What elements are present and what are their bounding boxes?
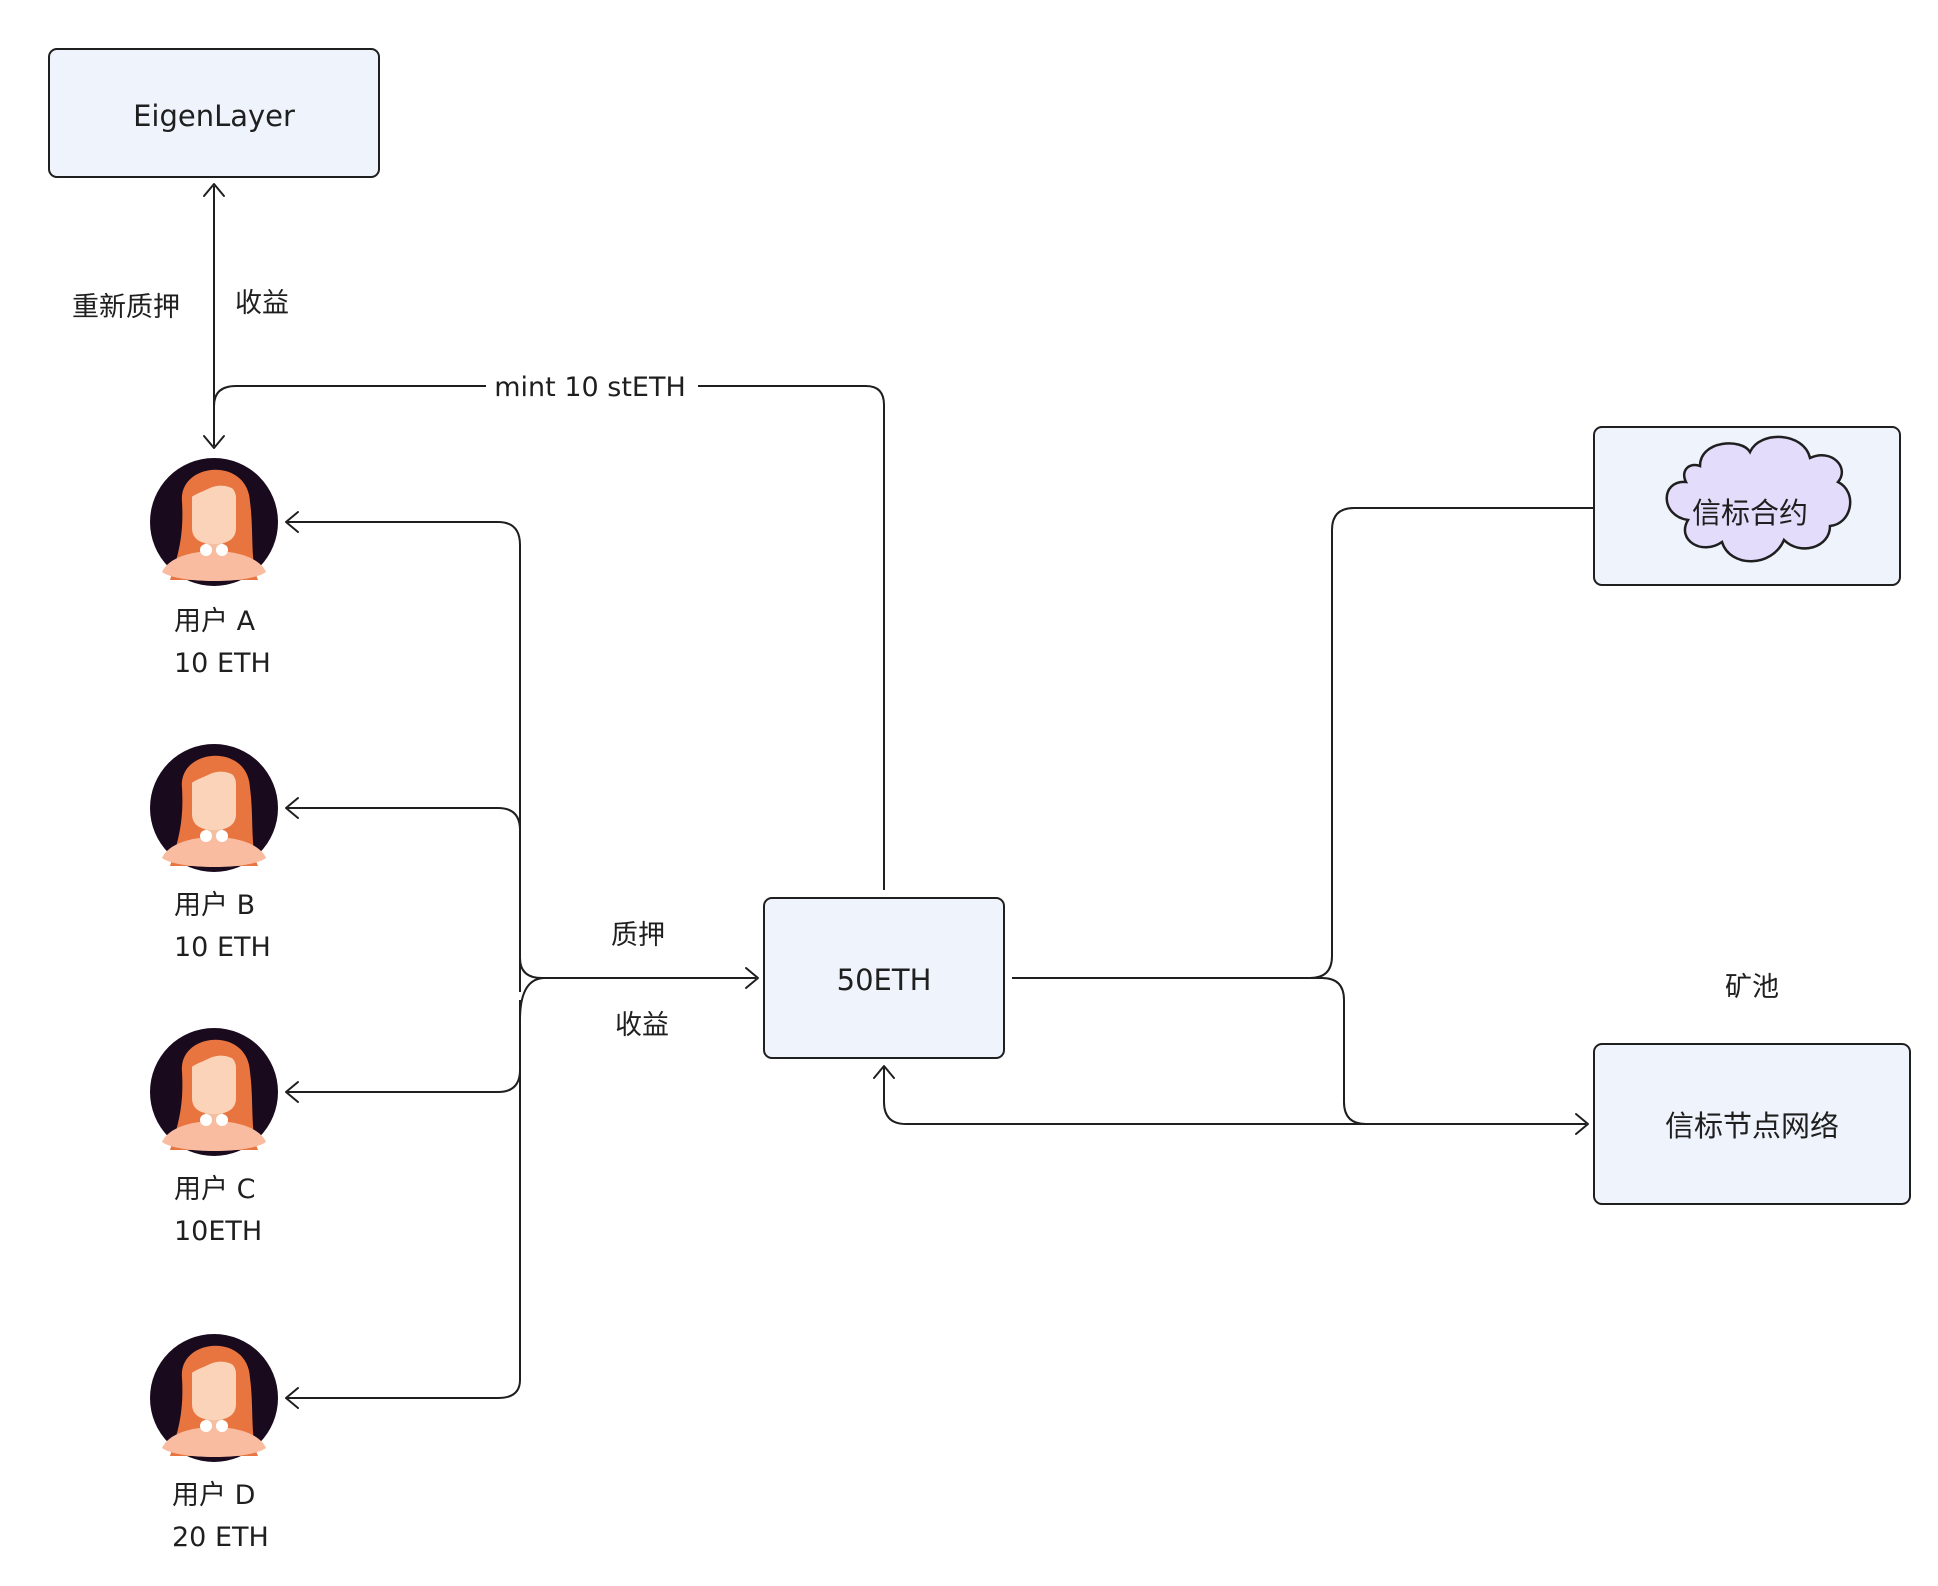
edge-labels: 重新质押 收益 mint 10 stETH 质押 收益 矿池 (72, 288, 1779, 1041)
user-c-amount: 10ETH (174, 1216, 262, 1247)
user-b-amount: 10 ETH (174, 932, 271, 963)
yield-top-label: 收益 (235, 288, 289, 319)
edge-to-user-c (286, 1069, 521, 1093)
beacon-network-label: 信标节点网络 (1665, 1109, 1839, 1143)
arrowhead-up-eigenlayer (203, 183, 225, 197)
mint-label: mint 10 stETH (494, 372, 686, 403)
user-avatar-icon (150, 1334, 278, 1462)
edge-return-pool (883, 1066, 1366, 1125)
eigenlayer-label: EigenLayer (133, 99, 295, 133)
arrowhead-network (1575, 1113, 1589, 1135)
edge-to-contract (1012, 507, 1648, 979)
user-d: 用户 D 20 ETH (150, 1334, 278, 1553)
arrowhead-user-b (285, 797, 299, 819)
cloud-icon (1665, 435, 1852, 563)
pool-label: 50ETH (837, 963, 932, 997)
arrowhead-down-user-a (203, 435, 225, 449)
arrowhead-user-a (285, 511, 299, 533)
user-d-name: 用户 D (172, 1480, 255, 1511)
user-b-name: 用户 B (174, 890, 255, 921)
user-a-amount: 10 ETH (174, 648, 271, 679)
edge-mint-right (698, 385, 885, 890)
user-c-name: 用户 C (174, 1174, 255, 1205)
user-c: 用户 C 10ETH (150, 1028, 278, 1247)
edge-mint-left (213, 385, 486, 407)
edge-stake (519, 957, 756, 979)
eigenlayer-node: EigenLayer (48, 48, 380, 178)
user-b: 用户 B 10 ETH (150, 744, 278, 963)
mining-pool-label: 矿池 (1725, 972, 1779, 1003)
edge-yield (519, 977, 546, 1021)
yield-mid-label: 收益 (615, 1010, 669, 1041)
arrowhead-up-pool (873, 1065, 895, 1079)
user-avatar-icon (150, 1028, 278, 1156)
user-avatar-icon (150, 458, 278, 586)
edge-to-user-d (286, 1379, 521, 1399)
connectors (203, 183, 1651, 1409)
beacon-network-node: 信标节点网络 (1593, 1043, 1911, 1205)
pool-node: 50ETH (763, 897, 1005, 1059)
edge-to-user-a (286, 521, 521, 992)
user-avatar-icon (150, 744, 278, 872)
beacon-contract-label: 信标合约 (1692, 496, 1808, 530)
beacon-contract-node: 信标合约 (1593, 426, 1901, 586)
edge-to-network (1300, 977, 1586, 1125)
arrowhead-user-c (285, 1081, 299, 1103)
stake-label: 质押 (611, 920, 665, 951)
restake-label: 重新质押 (72, 292, 180, 323)
user-a-name: 用户 A (174, 606, 256, 637)
arrowhead-user-d (285, 1387, 299, 1409)
edge-to-user-b (286, 807, 521, 831)
user-d-amount: 20 ETH (172, 1522, 269, 1553)
arrowhead-pool (745, 967, 759, 989)
user-a: 用户 A 10 ETH (150, 458, 278, 679)
